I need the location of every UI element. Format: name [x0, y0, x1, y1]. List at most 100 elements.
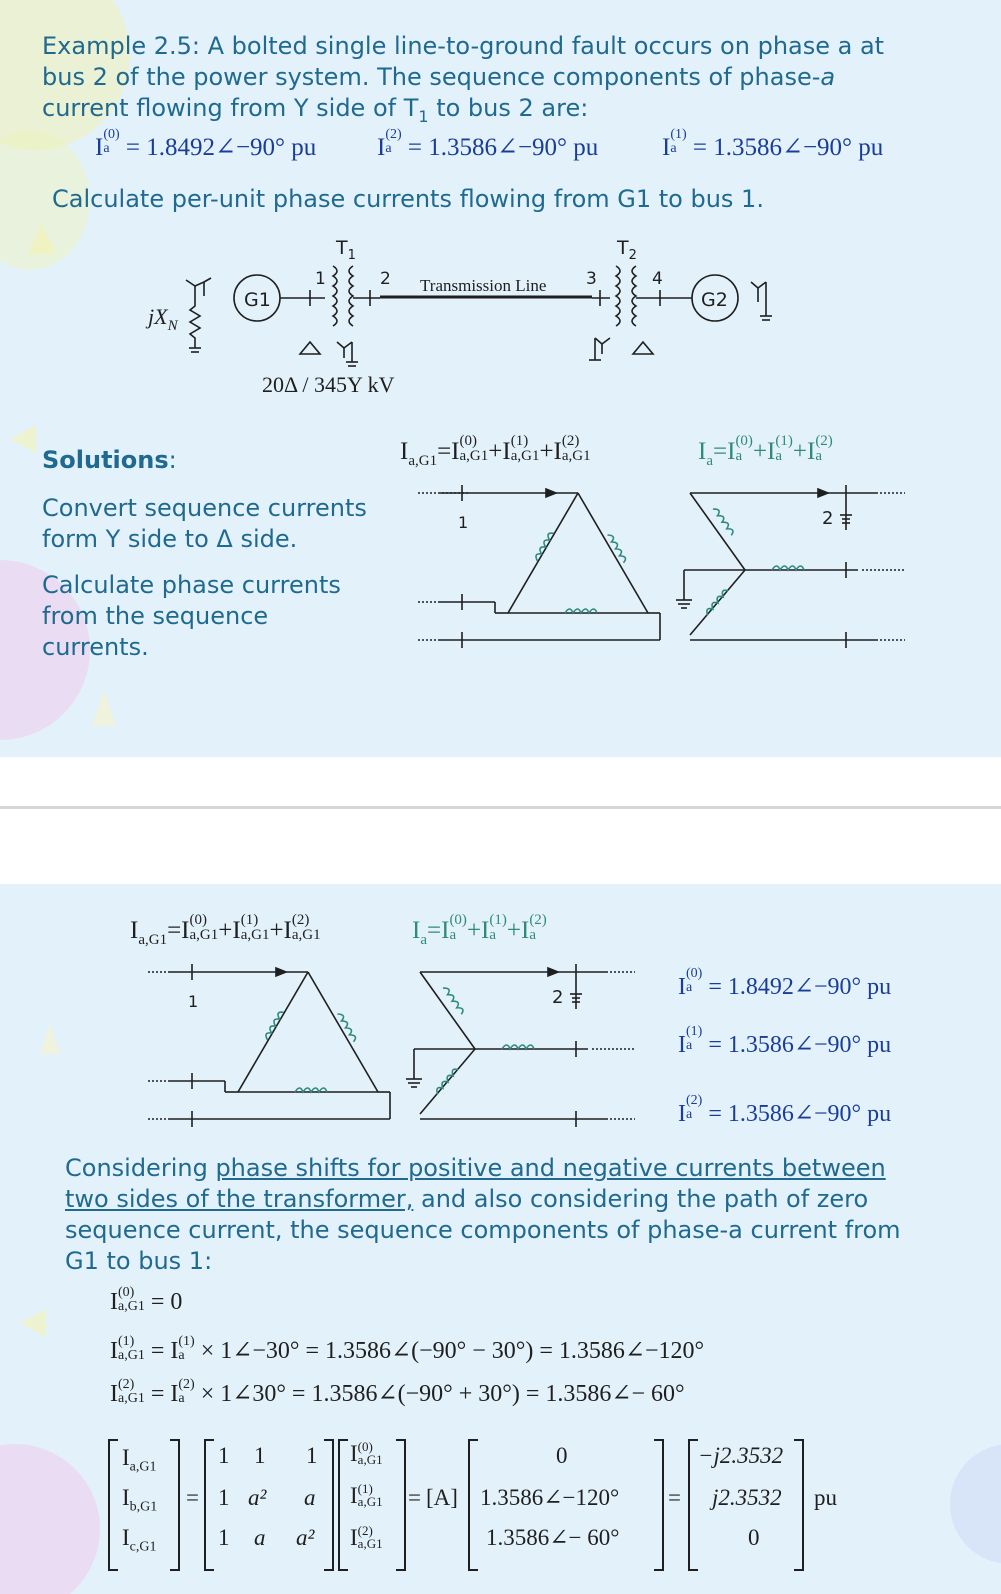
- wye-current-subscript: a: [420, 932, 427, 948]
- matrix-a-cell: 1: [306, 1443, 318, 1468]
- phase-shift-link[interactable]: phase shifts for positive and negative c…: [215, 1154, 886, 1182]
- given-current-1: I(1)a = 1.3586∠−90° pu: [662, 128, 884, 162]
- delta-current-symbol: I: [130, 917, 139, 944]
- paragraph-line: Considering phase shifts for positive an…: [65, 1153, 985, 1184]
- decorative-triangle: [10, 425, 36, 453]
- seq-component-0: I(0)a,G1: [350, 1438, 383, 1467]
- statement-text: bus 2 of the power system. The sequence …: [42, 63, 821, 91]
- current-superscript: (0): [103, 127, 120, 143]
- step-line: form Y side to Δ side.: [42, 525, 298, 553]
- equation-rhs: = 0: [144, 1289, 183, 1315]
- delta-current-equation: Ia,G1=I(0)a,G1+I(1)a,G1+I(2)a,G1: [130, 912, 321, 948]
- a-matrix-label: [A]: [426, 1485, 458, 1510]
- solutions-label: Solutions: [42, 446, 169, 474]
- equation-rhs: × 1∠−30° = 1.3586∠(−90° − 30°) = 1.3586∠…: [194, 1338, 705, 1364]
- wye-current-equation: Ia=I(0)a+I(1)a+I(2)a: [412, 912, 547, 948]
- transmission-line-label: Transmission Line: [420, 276, 546, 295]
- phase-current-a: Ia,G1: [122, 1445, 157, 1475]
- unit-label: pu: [814, 1485, 837, 1510]
- solutions-heading: Solutions:: [42, 445, 177, 476]
- statement-line: Example 2.5: A bolted single line-to-gro…: [42, 32, 885, 60]
- negative-sequence-equation: I(2)a,G1 = I(2)a × 1∠30° = 1.3586∠(−90° …: [110, 1377, 685, 1407]
- matrix-a-cell: 1: [218, 1443, 230, 1468]
- slide-divider: [0, 806, 1001, 809]
- paragraph-line: G1 to bus 1:: [65, 1247, 213, 1275]
- seq-value-2: I(2)a = 1.3586∠−90° pu: [678, 1093, 892, 1127]
- equals-sign: =: [186, 1485, 199, 1510]
- current-value: = 1.3586∠−90° pu: [702, 1101, 892, 1127]
- seq-value-0: I(0)a = 1.8492∠−90° pu: [678, 966, 892, 1000]
- current-value: = 1.8492∠−90° pu: [119, 134, 317, 161]
- bracket: [324, 1439, 334, 1571]
- decorative-triangle: [20, 1309, 46, 1337]
- bracket: [396, 1439, 406, 1571]
- equals-sign: =: [408, 1485, 421, 1510]
- paragraph-line: sequence current, the sequence component…: [65, 1216, 901, 1244]
- zero-sequence-equation: I(0)a,G1 = 0: [110, 1285, 183, 1315]
- step-2-text: Calculate phase currents from the sequen…: [42, 570, 341, 663]
- wye-current-symbol: I: [412, 917, 421, 944]
- phase-shift-link[interactable]: two sides of the transformer,: [65, 1185, 414, 1213]
- current-symbol: I: [377, 134, 386, 161]
- current-value: = 1.3586∠−90° pu: [686, 134, 884, 161]
- step-line: Convert sequence currents: [42, 494, 367, 522]
- voltage-rating: 20Δ / 345Y kV: [262, 372, 395, 397]
- step-line: from the sequence: [42, 602, 269, 630]
- bracket: [688, 1439, 698, 1571]
- phase-a-italic: a: [820, 63, 836, 91]
- t2-label: T2: [616, 237, 637, 263]
- bracket: [338, 1439, 348, 1571]
- seq-component-2: I(2)a,G1: [350, 1522, 383, 1551]
- delta-current-equation: Ia,G1=I(0)a,G1+I(1)a,G1+I(2)a,G1: [400, 433, 591, 469]
- current-superscript: (2): [385, 127, 402, 143]
- phase-current-c: Ic,G1: [122, 1525, 157, 1555]
- considering-paragraph: Considering phase shifts for positive an…: [65, 1153, 985, 1277]
- jxn-label: jXN: [145, 304, 179, 334]
- bracket: [794, 1439, 804, 1571]
- bracket: [170, 1439, 180, 1571]
- delta-current-subscript: a,G1: [408, 453, 438, 469]
- decorative-triangle: [40, 1024, 60, 1054]
- t1-label: T1: [335, 237, 356, 263]
- matrix-a-cell: a²: [248, 1485, 267, 1510]
- delta-current-symbol: I: [400, 438, 409, 465]
- paragraph-text: and also considering the path of zero: [413, 1185, 869, 1213]
- matrix-a-cell: a: [254, 1525, 266, 1550]
- current-symbol: I: [678, 1032, 686, 1058]
- given-current-2: I(2)a = 1.3586∠−90° pu: [377, 128, 598, 162]
- statement-line: current flowing from Y side of T1 to bus…: [42, 93, 992, 132]
- page-gap: [0, 757, 1001, 884]
- matrix-a-cell: 1: [254, 1443, 266, 1468]
- delta-current-subscript: a,G1: [138, 932, 168, 948]
- current-symbol: I: [662, 134, 671, 161]
- bus-1-label: 1: [188, 992, 198, 1011]
- step-1-text: Convert sequence currents form Y side to…: [42, 493, 367, 555]
- bus-2-label: 2: [380, 269, 391, 289]
- seq-value-1: I(1)a = 1.3586∠−90° pu: [678, 1024, 892, 1058]
- current-value: = 1.8492∠−90° pu: [702, 974, 892, 1000]
- statement-text: current flowing from Y side of T: [42, 94, 419, 122]
- bracket: [654, 1439, 664, 1571]
- t1-subscript: 1: [418, 106, 429, 126]
- matrix-equation: Ia,G1 Ib,G1 Ic,G1 = 1 1 1 1 a² a 1 a a² …: [108, 1439, 968, 1571]
- paragraph-line: two sides of the transformer, and also c…: [65, 1184, 985, 1215]
- task-statement: Calculate per-unit phase currents flowin…: [52, 185, 764, 213]
- step-line: currents.: [42, 633, 149, 661]
- current-symbol: I: [95, 134, 104, 161]
- phase-current-b: Ib,G1: [122, 1485, 158, 1515]
- current-subscript: a: [103, 141, 110, 157]
- slide-2: 1 2 Ia,G1=I(0)a,G1+I(1)a,G1+I(2)a,G1 Ia=…: [0, 884, 1001, 1594]
- current-subscript: a: [385, 141, 392, 157]
- seq-value-cell: 0: [556, 1443, 568, 1468]
- equation-rhs: × 1∠30° = 1.3586∠(−90° + 30°) = 1.3586∠−…: [194, 1381, 685, 1407]
- matrix-a-cell: a: [304, 1485, 316, 1510]
- bus-4-label: 4: [652, 269, 663, 289]
- matrix-a-cell: 1: [218, 1525, 230, 1550]
- statement-text: to bus 2 are:: [428, 94, 589, 122]
- statement-line: bus 2 of the power system. The sequence …: [42, 62, 992, 93]
- decorative-triangle: [28, 224, 56, 254]
- current-value: = 1.3586∠−90° pu: [702, 1032, 892, 1058]
- decorative-triangle: [92, 690, 116, 726]
- bracket: [468, 1439, 478, 1571]
- seq-value-cell: 1.3586∠− 60°: [486, 1525, 620, 1550]
